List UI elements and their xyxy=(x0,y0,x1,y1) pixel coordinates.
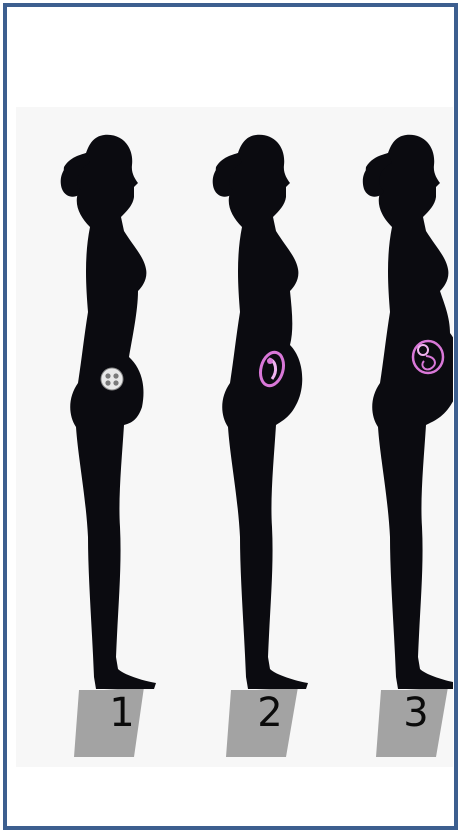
stage-1-silhouette xyxy=(34,107,174,767)
stage-2-silhouette xyxy=(186,107,326,767)
pregnancy-stages-diagram: 1 2 3 xyxy=(16,107,453,767)
stage-3-silhouette xyxy=(336,107,453,767)
stage-number: 1 xyxy=(92,691,152,735)
stage-number: 2 xyxy=(240,691,300,735)
stage-1-figure: 1 xyxy=(34,107,174,767)
woman-silhouette xyxy=(216,135,308,689)
stage-2-figure: 2 xyxy=(186,107,326,767)
stage-3-figure: 3 xyxy=(336,107,453,767)
woman-silhouette xyxy=(64,135,156,689)
woman-silhouette xyxy=(366,135,453,689)
stage-number: 3 xyxy=(386,691,446,735)
round-embryo-icon xyxy=(101,368,123,390)
